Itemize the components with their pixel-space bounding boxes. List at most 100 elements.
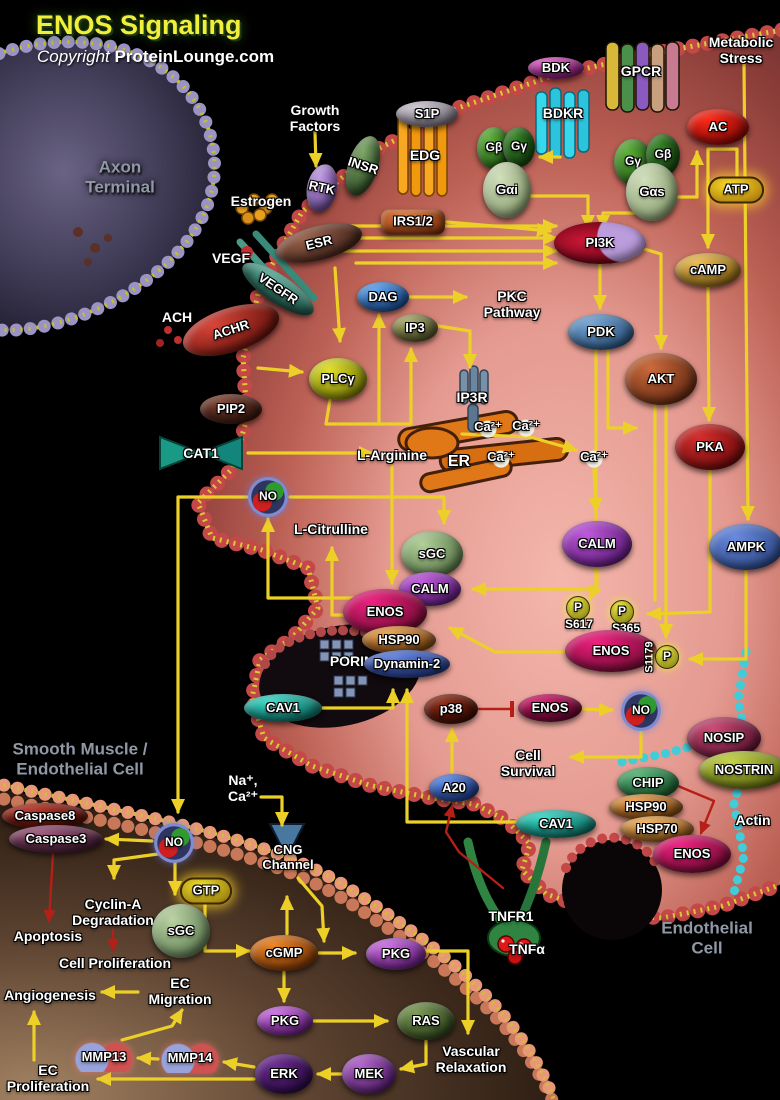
endothelial-cell-label: Endothelial Cell [661,918,753,957]
gpcr-icon [605,41,680,113]
g-alpha-s[interactable]: Gαs [626,163,678,221]
mmp13[interactable]: MMP13 [74,1042,134,1072]
ac[interactable]: AC [687,109,749,145]
na-ca-label: Na⁺, Ca²⁺ [228,771,258,804]
s1p[interactable]: S1P [396,101,458,127]
ca-er-3: Ca²⁺ [484,444,518,470]
bdkr-label[interactable]: BDKR [542,104,584,121]
irs12[interactable]: IRS1/2 [381,209,445,235]
ampk[interactable]: AMPK [709,524,780,570]
no-center[interactable]: NO [248,477,288,517]
pip2[interactable]: PIP2 [200,394,262,424]
edge-mmp14-to-mmp13 [136,1051,160,1066]
ca-cytosol: Ca²⁺ [577,444,611,470]
smooth-muscle-label: Smooth Muscle / Endothelial Cell [12,739,148,778]
bdk[interactable]: BDK [528,57,584,79]
pdk[interactable]: PDK [568,314,634,350]
hsp90-right[interactable]: HSP90 [609,794,683,820]
g-alpha-i[interactable]: Gαi [483,162,531,218]
plc-gamma[interactable]: PLCγ [309,358,367,400]
hsp70[interactable]: HSP70 [620,816,694,842]
edge-ca-to-calm [588,468,603,513]
edge-erk-to-mmp14 [222,1057,256,1072]
actin-label[interactable]: Actin [735,811,771,828]
nostrin[interactable]: NOSTRIN [699,751,780,789]
cgmp[interactable]: cGMP [250,935,318,971]
pi3k[interactable]: PI3K [554,222,646,264]
akt[interactable]: AKT [625,353,697,405]
edge-calm-right-to-calm [471,566,599,596]
er-label: ER [447,452,471,470]
ca-er-2: Ca²⁺ [509,413,543,439]
g-gamma-left[interactable]: Gγ [503,127,535,167]
atp[interactable]: ATP [708,176,764,204]
edge-ras-to-mek [399,1039,428,1074]
p38[interactable]: p38 [424,694,478,724]
edge-irs12-to-pi3k [445,220,552,237]
pka[interactable]: PKA [675,424,745,470]
mmp14[interactable]: MMP14 [160,1043,220,1073]
cav1-right[interactable]: CAV1 [516,810,596,838]
hsp90-center[interactable]: HSP90 [362,626,436,654]
ip3[interactable]: IP3 [392,314,438,342]
edge-no-to-no-bottom [171,495,249,814]
tnfr1-label[interactable]: TNFR1 [488,907,534,924]
edge-achr-to-plcg [256,363,304,378]
edge-pip2-loop-to-dag [324,313,386,426]
caspase3[interactable]: Caspase3 [9,825,103,853]
calm-center[interactable]: CALM [399,572,461,606]
camp[interactable]: cAMP [675,253,741,287]
ec-proliferation-label: EC Proliferation [6,1061,90,1094]
axon-terminal-label: Axon Terminal [85,157,155,196]
growth-factors-label: Growth Factors [289,101,341,134]
edge-pi3k-to-akt [639,246,668,350]
edge-tnfr1-to-a20 [443,804,505,890]
calm-right[interactable]: CALM [562,521,632,567]
pkg-top[interactable]: PKG [366,938,426,970]
copyright-prefix: Copyright [37,47,115,66]
copyright: Copyright ProteinLounge.com [37,47,274,67]
pkg-bottom[interactable]: PKG [257,1006,313,1036]
dynamin2[interactable]: Dynamin-2 [364,650,450,678]
edge-pip2-loop-to-ip3 [377,347,418,426]
sgc-center[interactable]: sGC [401,531,463,577]
vegf-label[interactable]: VEGF [211,249,251,266]
ip3r-label[interactable]: IP3R [456,388,488,405]
ach-label[interactable]: ACH [161,308,193,325]
no-right[interactable]: NO [621,691,661,731]
cav1-left[interactable]: CAV1 [244,694,322,722]
edge-pdk-branch-right [606,349,638,435]
edge-atp-to-camp [701,147,739,249]
ras[interactable]: RAS [397,1002,455,1040]
edg-label[interactable]: EDG [409,146,441,163]
insr[interactable]: INSR [339,131,387,201]
mek[interactable]: MEK [342,1054,396,1094]
enos-right[interactable]: ENOS [565,630,657,672]
dag[interactable]: DAG [357,282,409,312]
porin-label[interactable]: PORIN [329,652,375,669]
a20[interactable]: A20 [429,774,479,802]
esr[interactable]: ESR [272,215,366,271]
tnf-alpha-label[interactable]: TNFα [509,940,545,957]
gpcr-label[interactable]: GPCR [620,62,662,79]
erk[interactable]: ERK [255,1054,313,1094]
enos-small[interactable]: ENOS [518,694,582,722]
rtk[interactable]: RTK [302,161,342,215]
s617-label: S617 [564,617,594,632]
edge-no-to-caspase3 [104,832,154,847]
caspase8[interactable]: Caspase8 [2,803,88,829]
edge-esr-to-plcg [332,266,347,343]
cng-channel-label[interactable]: CNG Channel [262,842,314,872]
edge-no-to-cyclin [107,852,160,880]
achr[interactable]: ACHR [176,293,286,367]
edge-g-alpha-i-to-pi3k [523,194,595,230]
chip[interactable]: CHIP [617,767,679,799]
estrogen-label[interactable]: Estrogen [230,192,292,209]
enos-bottom-right[interactable]: ENOS [653,835,731,873]
cat1-label[interactable]: CAT1 [183,444,219,461]
no-bottom[interactable]: NO [154,823,194,863]
sgc-bottom[interactable]: sGC [152,904,210,958]
gtp[interactable]: GTP [180,877,232,905]
vascular-relaxation-label: Vascular Relaxation [435,1042,507,1075]
